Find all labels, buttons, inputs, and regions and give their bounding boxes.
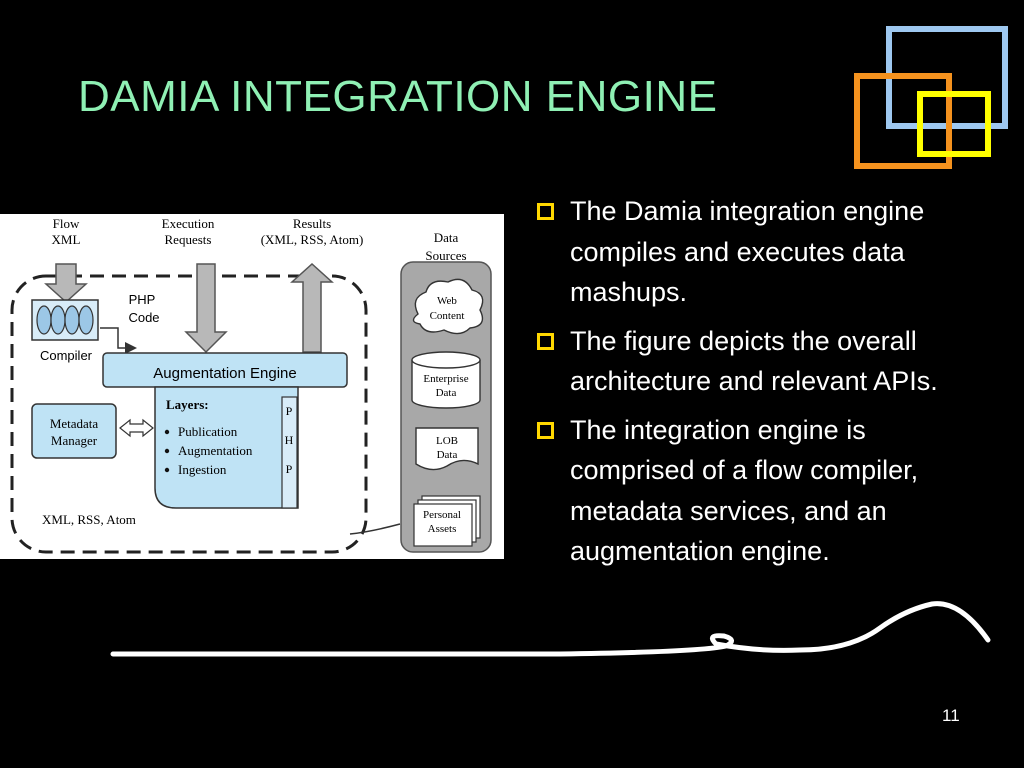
data-sources-label: Data xyxy=(434,230,459,245)
yellow-square xyxy=(917,91,991,157)
results-arrow xyxy=(290,262,334,353)
orange-square xyxy=(854,73,952,169)
metadata-label: Metadata xyxy=(50,416,99,431)
php-code-label: PHP xyxy=(129,292,156,307)
execution-label: Execution xyxy=(162,216,215,231)
engine-boundary xyxy=(10,274,368,554)
slide-number: 11 xyxy=(942,706,960,725)
php-letter-h: H xyxy=(285,433,294,447)
web-content-cloud-icon xyxy=(412,278,484,335)
enterprise-data-cylinder-icon xyxy=(411,351,481,409)
metadata-double-arrow xyxy=(119,418,154,438)
results-label: Results xyxy=(293,216,331,231)
xml-rss-atom-label: XML, RSS, Atom xyxy=(42,512,136,527)
lob-label-2: Data xyxy=(437,449,458,461)
compiler-label: Compiler xyxy=(40,348,93,363)
enterprise-label: Enterprise xyxy=(423,373,468,385)
php-letter-p: P xyxy=(286,404,293,418)
slide-title: DAMIA INTEGRATION ENGINE xyxy=(78,72,718,121)
layer-publication: Publication xyxy=(178,424,238,439)
bullet-item: The Damia integration engine compiles an… xyxy=(534,191,974,313)
bullet-text: The figure depicts the overall architect… xyxy=(570,325,938,397)
architecture-diagram: Flow XML Execution Requests Results (XML… xyxy=(10,216,492,554)
flow-xml-arrow xyxy=(44,263,88,304)
bullet-item: The figure depicts the overall architect… xyxy=(534,321,974,402)
data-sources-connector xyxy=(349,523,401,535)
layer-ingestion: Ingestion xyxy=(178,462,227,477)
compiler-gears-icon xyxy=(36,305,94,335)
square-bullet-icon xyxy=(537,332,554,350)
bullet-text: The integration engine is comprised of a… xyxy=(570,414,919,567)
square-bullet-icon xyxy=(537,203,554,220)
personal-label-2: Assets xyxy=(428,523,457,535)
enterprise-label-2: Data xyxy=(436,387,457,399)
execution-label-2: Requests xyxy=(165,232,212,247)
lob-data-document-icon xyxy=(415,427,479,471)
metadata-label-2: Manager xyxy=(51,433,98,448)
flow-xml-label-2: XML xyxy=(52,232,81,247)
bullet-item: The integration engine is comprised of a… xyxy=(534,410,974,572)
php-side-bar xyxy=(281,396,298,509)
square-bullet-icon xyxy=(537,421,554,439)
php-code-label-2: Code xyxy=(128,310,159,325)
bullet-list: The Damia integration engine compiles an… xyxy=(534,191,974,580)
layers-title: Layers: xyxy=(166,397,209,412)
php-code-arrow xyxy=(100,327,137,354)
layer-augmentation: Augmentation xyxy=(178,443,253,458)
web-content-label: Web xyxy=(437,295,457,307)
results-label-2: (XML, RSS, Atom) xyxy=(261,232,364,247)
execution-arrow xyxy=(184,263,228,354)
personal-assets-stack-icon xyxy=(413,495,481,547)
flow-xml-label: Flow xyxy=(53,216,80,231)
augmentation-engine-label: Augmentation Engine xyxy=(153,365,296,382)
bullet-text: The Damia integration engine compiles an… xyxy=(570,196,925,307)
web-content-label-2: Content xyxy=(430,310,465,322)
lob-label: LOB xyxy=(436,435,458,447)
metadata-manager-box xyxy=(31,403,117,459)
architecture-figure: Flow XML Execution Requests Results (XML… xyxy=(0,214,504,559)
php-letter-p2: P xyxy=(286,462,293,476)
data-sources-label-2: Sources xyxy=(425,248,466,263)
layers-block xyxy=(154,386,299,509)
personal-label: Personal xyxy=(423,509,461,521)
